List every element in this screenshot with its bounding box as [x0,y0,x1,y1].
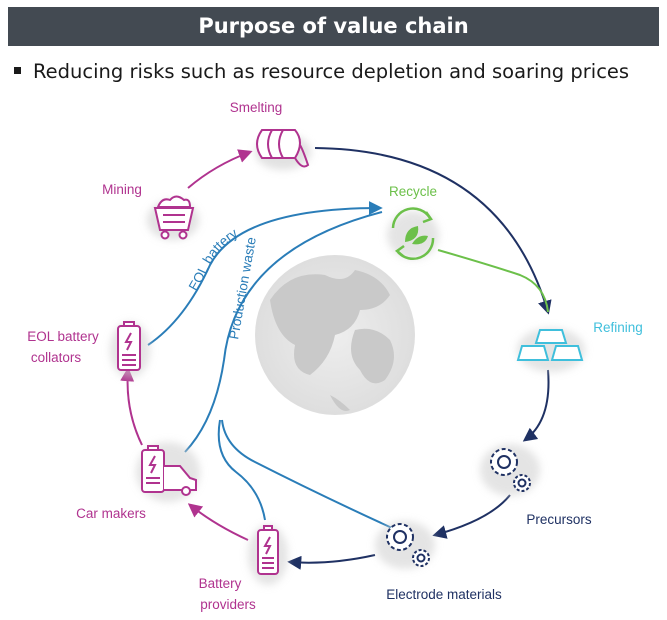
mining-label: Mining [102,182,142,197]
eol-battery-collators-node: EOL battery collators [27,321,150,378]
refining-node: Refining [516,320,643,372]
recycle-node: Recycle [387,184,439,261]
gears-icon [490,448,531,492]
flow-arrow-recycle-to-refining [437,249,549,313]
smelting-label: Smelting [230,100,283,115]
flow-label-eol-battery: EOL battery [186,225,241,293]
battery-providers-node: Battery providers [199,525,288,612]
mine-cart-icon [153,195,195,240]
smelting-icon [256,129,310,168]
flow-line-production-waste-from-battery [217,419,266,521]
battery-icon [257,525,279,575]
flow-arrow-mining-to-smelting [187,149,253,189]
battery-providers-label-line2: providers [200,597,256,612]
flow-arrow-smelting-to-refining [314,147,552,315]
page-title-banner: Purpose of value chain [8,7,659,46]
bullet-point: Reducing risks such as resource depletio… [14,60,629,83]
mining-node: Mining [102,182,199,240]
page-title: Purpose of value chain [198,14,469,38]
flow-arrow-car-makers-to-eol-collators [120,367,143,446]
flow-arrow-production-waste [184,211,383,453]
gold-bars-icon [516,329,584,361]
battery-icon [117,321,141,371]
bullet-text: Reducing risks such as resource depletio… [33,60,630,83]
electrode-materials-node: Electrode materials [375,521,502,602]
globe-icon [255,255,415,415]
car-makers-label: Car makers [76,506,146,521]
refining-label: Refining [593,320,643,335]
flow-arrow-eol-battery [147,201,383,346]
recycle-label: Recycle [389,184,437,199]
eol-collators-label-line1: EOL battery [27,329,99,344]
battery-car-icon [141,445,197,496]
car-makers-node: Car makers [76,442,200,521]
flow-label-production-waste: Production waste [226,236,259,341]
flow-line-production-waste-from-electrode [221,419,393,529]
flow-arrow-electrode-to-battery-providers [287,554,376,570]
gears-icon [386,523,430,567]
flow-arrow-battery-providers-to-car-makers [187,503,249,541]
precursors-node: Precursors [480,444,592,527]
battery-providers-label-line1: Battery [199,576,242,591]
recycle-icon [391,207,435,261]
bullet-icon [14,67,21,74]
flow-arrow-precursors-to-electrode [432,494,511,539]
flow-arrow-refining-to-precursors [522,369,550,442]
smelting-node: Smelting [230,100,311,170]
electrode-materials-label: Electrode materials [386,587,502,602]
precursors-label: Precursors [526,512,592,527]
eol-collators-label-line2: collators [31,350,82,365]
